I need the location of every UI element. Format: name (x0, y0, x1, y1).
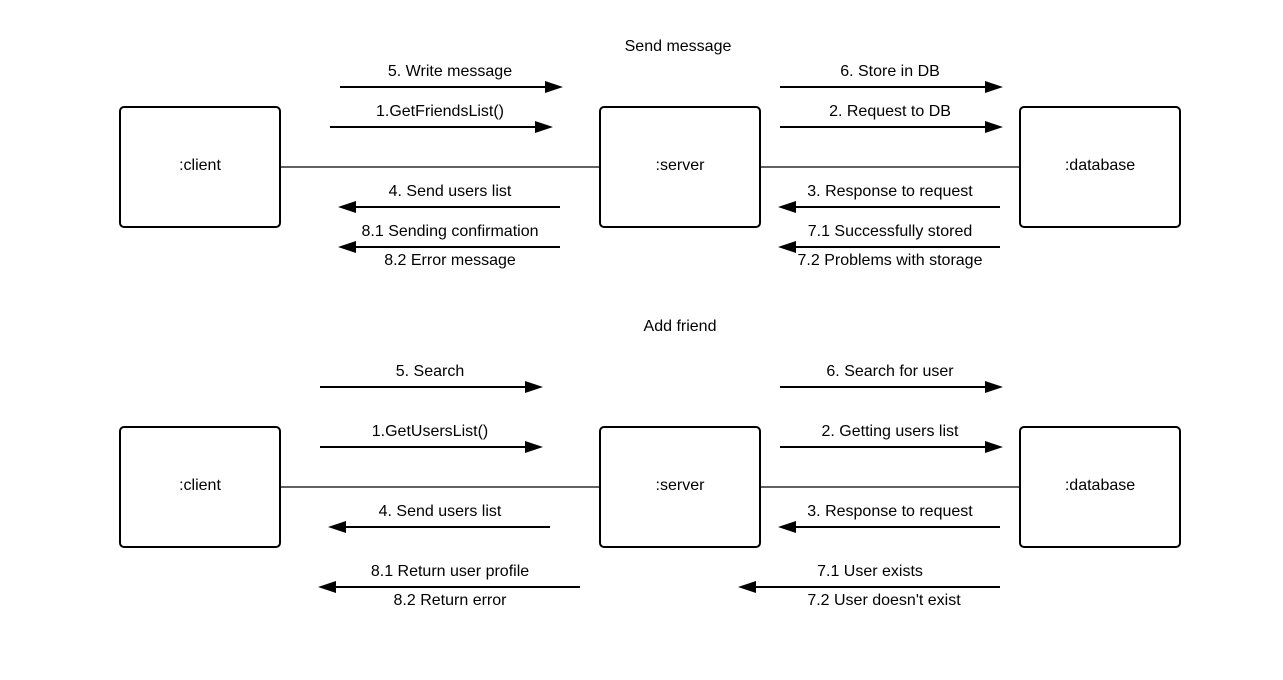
node-client[interactable]: :client (119, 106, 281, 228)
message-label: 8.1 Return user profile (371, 563, 529, 580)
diagram-add-friend: Add friend :client :server :database 5. … (119, 318, 1181, 609)
node-client-label: :client (179, 477, 221, 494)
node-client[interactable]: :client (119, 426, 281, 548)
diagram-title: Add friend (644, 318, 717, 335)
message-label: 8.2 Error message (384, 252, 516, 269)
message-label: 3. Response to request (807, 183, 973, 200)
arrowhead (535, 121, 553, 133)
node-database-box[interactable] (1019, 426, 1181, 548)
message-label: 1.GetUsersList() (372, 423, 488, 440)
node-server[interactable]: :server (599, 106, 761, 228)
arrowhead (778, 241, 796, 253)
arrowhead (985, 121, 1003, 133)
node-database-box[interactable] (1019, 106, 1181, 228)
message-label: 6. Store in DB (840, 63, 940, 80)
node-server-box[interactable] (599, 426, 761, 548)
arrowhead (338, 201, 356, 213)
node-database-label: :database (1065, 157, 1135, 174)
node-database[interactable]: :database (1019, 426, 1181, 548)
message-label: 5. Write message (388, 63, 512, 80)
message-label: 5. Search (396, 363, 464, 380)
node-server-label: :server (656, 477, 706, 494)
node-database-label: :database (1065, 477, 1135, 494)
arrowhead (738, 581, 756, 593)
message-label: 4. Send users list (379, 503, 502, 520)
node-client-box[interactable] (119, 106, 281, 228)
arrowhead (985, 441, 1003, 453)
message-label: 1.GetFriendsList() (376, 103, 504, 120)
message-label: 7.2 User doesn't exist (807, 592, 961, 609)
node-client-box[interactable] (119, 426, 281, 548)
message-label: 7.2 Problems with storage (798, 252, 983, 269)
arrowhead (778, 521, 796, 533)
node-server-box[interactable] (599, 106, 761, 228)
message-label: 3. Response to request (807, 503, 973, 520)
node-server-label: :server (656, 157, 706, 174)
message-label: 8.1 Sending confirmation (362, 223, 539, 240)
node-server[interactable]: :server (599, 426, 761, 548)
node-database[interactable]: :database (1019, 106, 1181, 228)
diagram-title: Send message (625, 38, 732, 55)
message-label: 7.1 User exists (817, 563, 923, 580)
arrowhead (525, 441, 543, 453)
arrowhead (985, 381, 1003, 393)
node-client-label: :client (179, 157, 221, 174)
arrowhead (545, 81, 563, 93)
arrowhead (328, 521, 346, 533)
message-label: 6. Search for user (826, 363, 954, 380)
arrowhead (778, 201, 796, 213)
arrowhead (525, 381, 543, 393)
message-label: 8.2 Return error (394, 592, 508, 609)
message-label: 7.1 Successfully stored (808, 223, 973, 240)
message-label: 2. Getting users list (822, 423, 960, 440)
arrowhead (985, 81, 1003, 93)
diagram-send-message: Send message :client :server :database 5… (119, 38, 1181, 269)
message-label: 2. Request to DB (829, 103, 951, 120)
message-label: 4. Send users list (389, 183, 512, 200)
arrowhead (338, 241, 356, 253)
arrowhead (318, 581, 336, 593)
